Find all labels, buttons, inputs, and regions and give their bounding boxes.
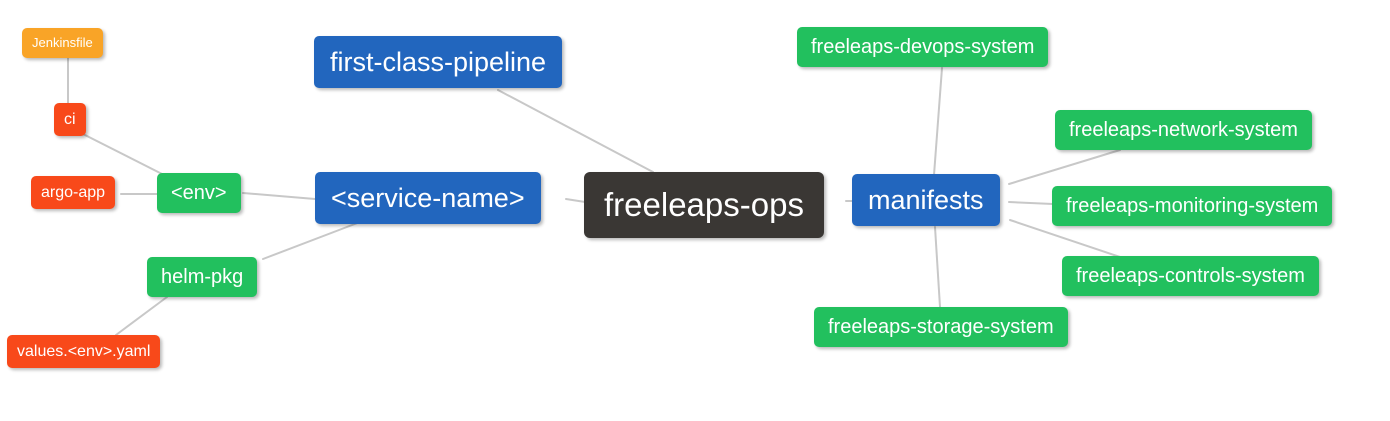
node-service-name[interactable]: <service-name> [315, 172, 541, 225]
node-values-env-yaml[interactable]: values.<env>.yaml [7, 335, 161, 369]
node-freeleaps-monitoring-system[interactable]: freeleaps-monitoring-system [1052, 186, 1333, 226]
node-helm-pkg[interactable]: helm-pkg [147, 257, 258, 297]
edge-service-name-helm-pkg [262, 221, 361, 260]
edge-ci-env [82, 133, 167, 177]
node-freeleaps-network-system[interactable]: freeleaps-network-system [1055, 110, 1312, 150]
edge-manifests-storage-system [934, 226, 941, 308]
node-freeleaps-controls-system[interactable]: freeleaps-controls-system [1062, 256, 1319, 296]
edge-helm-pkg-values-env-yaml [115, 296, 168, 336]
edge-env-service-name [242, 192, 316, 200]
node-freeleaps-devops-system[interactable]: freeleaps-devops-system [797, 27, 1049, 67]
node-freeleaps-storage-system[interactable]: freeleaps-storage-system [814, 307, 1068, 347]
node-first-class-pipeline[interactable]: first-class-pipeline [314, 36, 563, 89]
node-argo-app[interactable]: argo-app [31, 176, 116, 210]
node-jenkinsfile[interactable]: Jenkinsfile [22, 28, 103, 58]
node-env[interactable]: <env> [157, 173, 241, 213]
edge-manifests-devops-system [933, 67, 943, 176]
node-freeleaps-ops[interactable]: freeleaps-ops [584, 172, 824, 238]
edge-manifests-monitoring-system [1008, 201, 1054, 205]
node-manifests[interactable]: manifests [852, 174, 1000, 227]
edge-pipeline-freeleaps-ops [497, 89, 654, 173]
node-ci[interactable]: ci [54, 103, 86, 137]
edge-manifests-network-system [1008, 149, 1121, 185]
edge-service-name-freeleaps-ops [565, 198, 586, 203]
